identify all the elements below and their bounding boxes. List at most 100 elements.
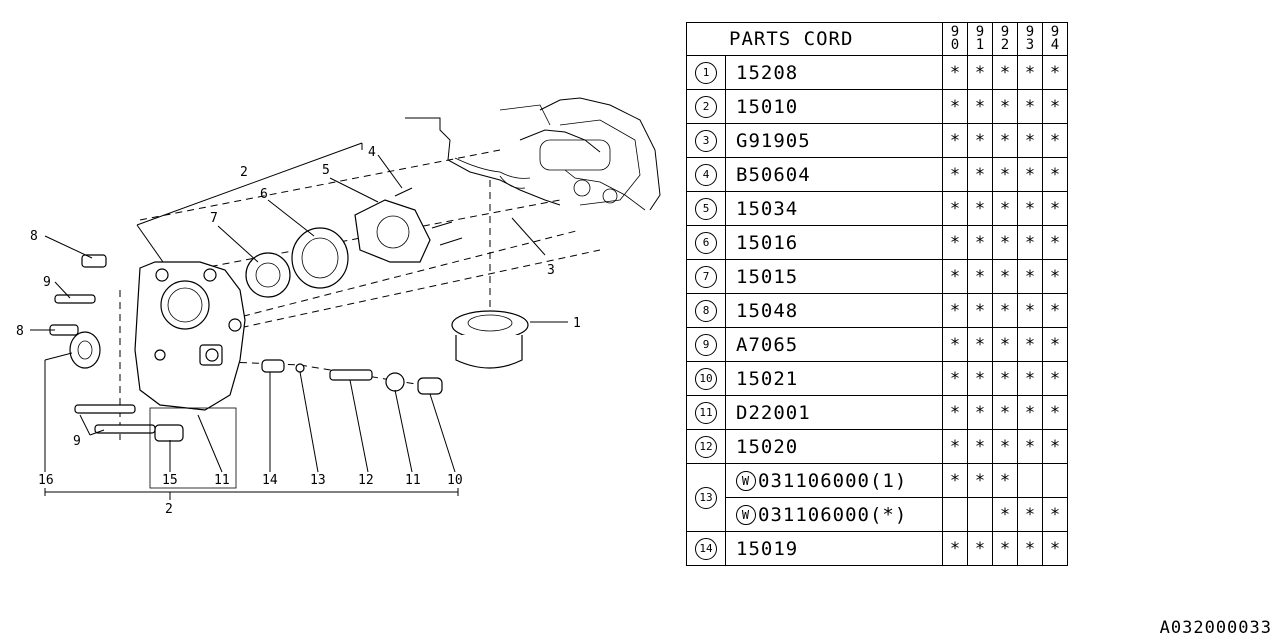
part-code: G91905 [725, 123, 943, 158]
callout-8-upper: 8 [30, 229, 38, 244]
ref-number: 2 [686, 89, 726, 124]
year-mark: * [967, 157, 993, 192]
year-mark: * [942, 361, 968, 396]
ref-number-circle: 10 [695, 368, 717, 390]
year-mark: * [967, 429, 993, 464]
relief-valve-parts [49, 254, 443, 442]
part-code: D22001 [725, 395, 943, 430]
leader-lines [30, 154, 568, 500]
year-mark: * [992, 191, 1018, 226]
year-mark [1017, 463, 1043, 498]
ref-number-circle: 13 [695, 487, 717, 509]
year-mark: * [1042, 191, 1068, 226]
ref-number-circle: 2 [695, 96, 717, 118]
ref-number: 7 [686, 259, 726, 294]
engine-block-outline [405, 97, 661, 211]
callout-3: 3 [547, 263, 555, 278]
part-code: 15208 [725, 55, 943, 90]
year-mark: * [1017, 191, 1043, 226]
inner-rotor-gear [245, 252, 291, 298]
year-mark: * [1017, 327, 1043, 362]
year-mark: * [942, 157, 968, 192]
ref-number-circle: 7 [695, 266, 717, 288]
ref-number: 14 [686, 531, 726, 566]
callout-4: 4 [368, 145, 376, 160]
year-mark [1042, 463, 1068, 498]
year-mark: * [942, 55, 968, 90]
year-mark: * [1042, 89, 1068, 124]
year-mark: * [1017, 361, 1043, 396]
assembly-bracket-top [136, 142, 363, 263]
screws [394, 187, 463, 246]
part-code: 15010 [725, 89, 943, 124]
ref-number: 5 [686, 191, 726, 226]
year-mark: * [1017, 55, 1043, 90]
ref-number: 11 [686, 395, 726, 430]
callout-1: 1 [573, 316, 581, 331]
year-mark: * [1042, 55, 1068, 90]
year-mark: * [1042, 157, 1068, 192]
ref-number: 1 [686, 55, 726, 90]
callout-9-upper: 9 [43, 275, 51, 290]
year-mark: * [967, 293, 993, 328]
year-mark: * [967, 531, 993, 566]
callout-11-right: 11 [405, 473, 421, 488]
year-mark: * [1017, 157, 1043, 192]
year-mark: * [942, 259, 968, 294]
callout-labels: 1 2 3 4 5 6 7 8 9 8 9 16 15 11 14 13 12 … [16, 145, 581, 517]
year-mark: * [967, 327, 993, 362]
callout-2-bottom: 2 [165, 502, 173, 517]
callout-15: 15 [162, 473, 178, 488]
ref-number: 12 [686, 429, 726, 464]
year-mark: * [1042, 259, 1068, 294]
year-mark: * [1017, 531, 1043, 566]
year-mark: * [1042, 225, 1068, 260]
year-mark: * [992, 429, 1018, 464]
year-mark: * [992, 259, 1018, 294]
callout-5: 5 [322, 163, 330, 178]
oil-pump-body [134, 261, 246, 411]
callout-13: 13 [310, 473, 326, 488]
ref-number: 6 [686, 225, 726, 260]
exploded-parts-diagram: 1 2 3 4 5 6 7 8 9 8 9 16 15 11 14 13 12 … [16, 97, 661, 517]
year-mark: * [1042, 531, 1068, 566]
year-mark: * [1017, 259, 1043, 294]
year-mark: * [1017, 225, 1043, 260]
year-mark: * [967, 123, 993, 158]
year-mark: * [1017, 89, 1043, 124]
part-code: 15016 [725, 225, 943, 260]
year-mark: * [967, 395, 993, 430]
year-mark: * [992, 327, 1018, 362]
year-mark: * [967, 463, 993, 498]
year-mark: * [1017, 497, 1043, 532]
ref-number-circle: 6 [695, 232, 717, 254]
year-mark: * [992, 89, 1018, 124]
year-mark: * [967, 225, 993, 260]
year-mark: * [967, 259, 993, 294]
year-mark: * [1042, 395, 1068, 430]
year-mark: * [967, 191, 993, 226]
washer-prefix-icon: W [736, 505, 756, 525]
ref-number: 4 [686, 157, 726, 192]
year-mark: * [992, 123, 1018, 158]
outer-rotor-gear [291, 227, 349, 289]
part-code: 15015 [725, 259, 943, 294]
callout-16: 16 [38, 473, 54, 488]
part-code: 15034 [725, 191, 943, 226]
callout-11-left: 11 [214, 473, 230, 488]
